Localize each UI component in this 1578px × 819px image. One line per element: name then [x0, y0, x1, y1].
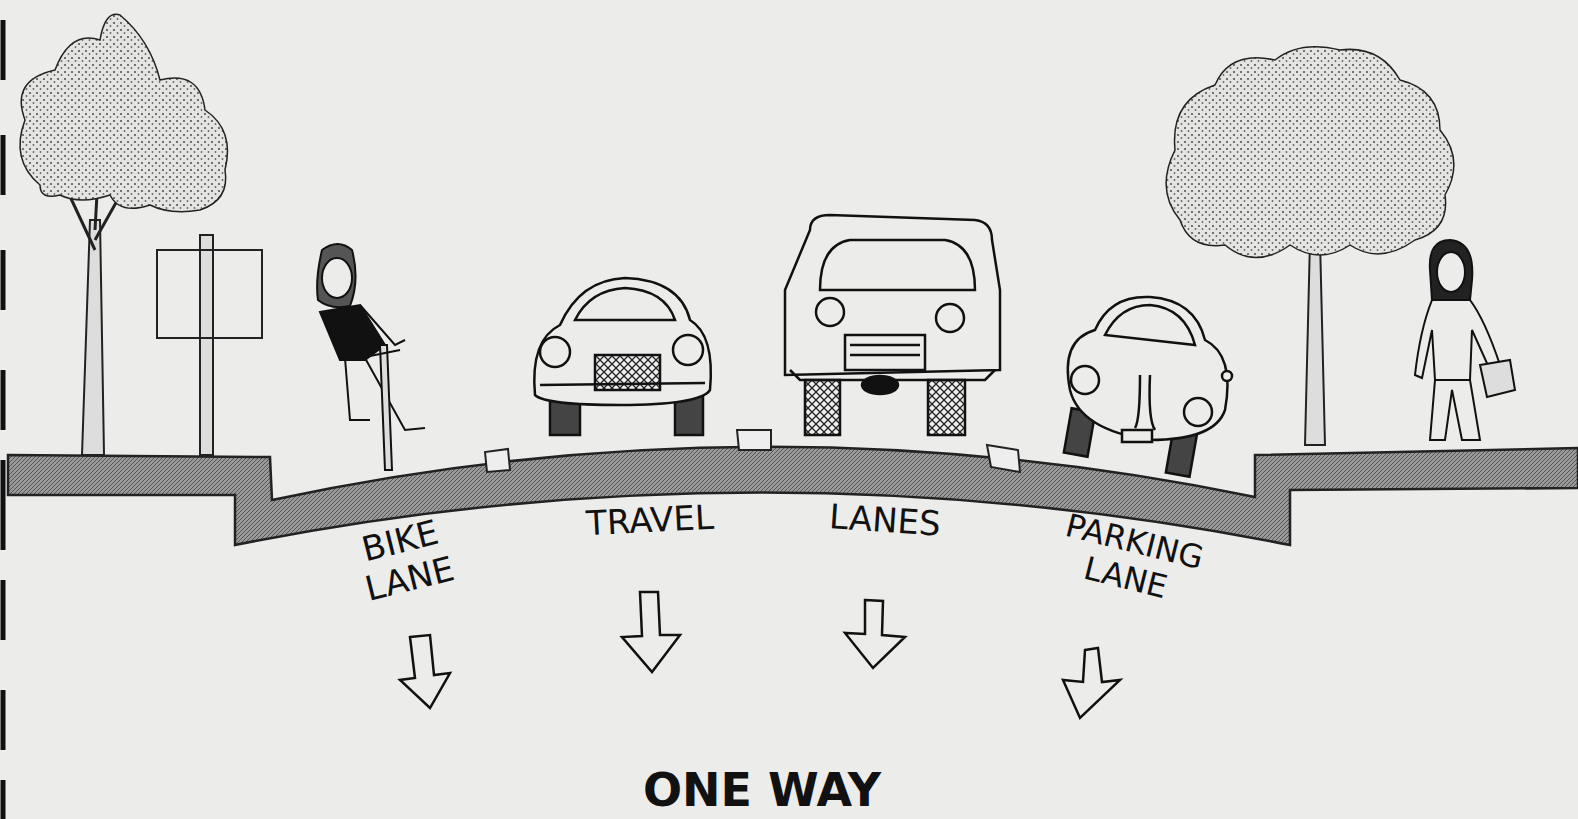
- pedestrian: [1415, 240, 1515, 440]
- tree: [1166, 47, 1454, 445]
- parked-car: [1064, 297, 1232, 477]
- direction-arrow: [400, 592, 1120, 718]
- lane-label: TRAVEL: [549, 495, 751, 545]
- cyclist: [317, 244, 425, 470]
- lane-markers: [485, 430, 1020, 472]
- sign-post: [157, 235, 262, 455]
- tree: [20, 14, 228, 455]
- road-section: [8, 447, 1578, 545]
- lane-label: LANES: [804, 495, 966, 545]
- car: [534, 278, 711, 435]
- truck: [785, 215, 1000, 435]
- border-dashes: [1, 20, 6, 819]
- direction-label: ONE WAY: [602, 764, 922, 817]
